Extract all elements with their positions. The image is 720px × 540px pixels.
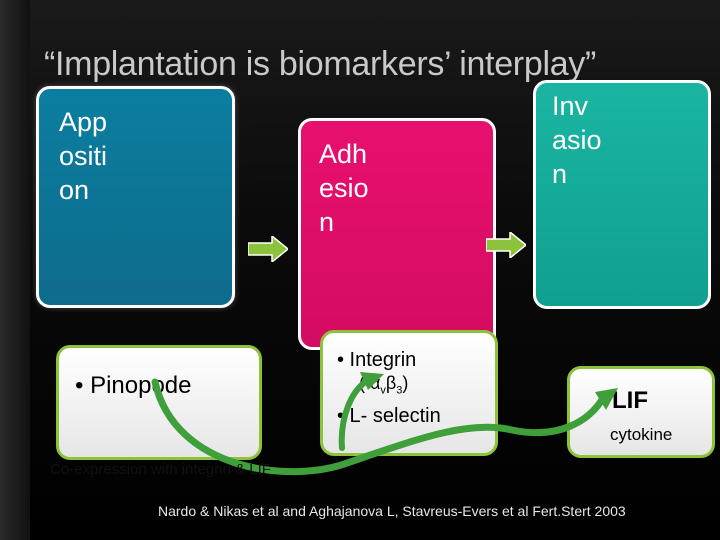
- marker-box-adhesion: • Integrin ( αvβ3) • L- selectin: [320, 330, 498, 456]
- marker-lif: LIF: [612, 387, 648, 414]
- marker-lif-sub: cytokine: [610, 425, 673, 444]
- formula-close: ): [402, 373, 409, 393]
- stage-label-line: App: [59, 107, 108, 137]
- stage-label-line: Inv: [552, 91, 589, 121]
- marker-pinopode: • Pinopode: [75, 372, 192, 399]
- stage-label-line: ositi: [59, 141, 108, 171]
- formula-sub-v: v: [380, 384, 386, 397]
- stage-label-line: n: [319, 207, 335, 237]
- formula-beta: β: [385, 373, 397, 393]
- stage-label-line: asio: [552, 125, 602, 155]
- marker-integrin: • Integrin: [337, 349, 417, 371]
- stage-card-invasion: Inv asio n: [533, 80, 711, 309]
- formula-sub-3: 3: [396, 384, 403, 397]
- right-arrow-icon: [248, 236, 288, 262]
- stage-label-line: esio: [319, 173, 369, 203]
- stage-label-line: n: [552, 159, 568, 189]
- slide-title: “Implantation is biomarkers’ interplay”: [44, 45, 597, 83]
- stage-label-line: Adh: [319, 139, 368, 169]
- stage-card-apposition: App ositi on: [36, 86, 235, 308]
- citation: Nardo & Nikas et al and Aghajanova L, St…: [158, 503, 626, 519]
- marker-lselectin: • L- selectin: [337, 405, 441, 427]
- co-expression-note: Co-expression with integrin & LIF: [50, 461, 271, 478]
- stage-label-line: on: [59, 175, 90, 205]
- right-arrow-icon: [486, 232, 526, 258]
- left-decor-strip: [0, 0, 30, 540]
